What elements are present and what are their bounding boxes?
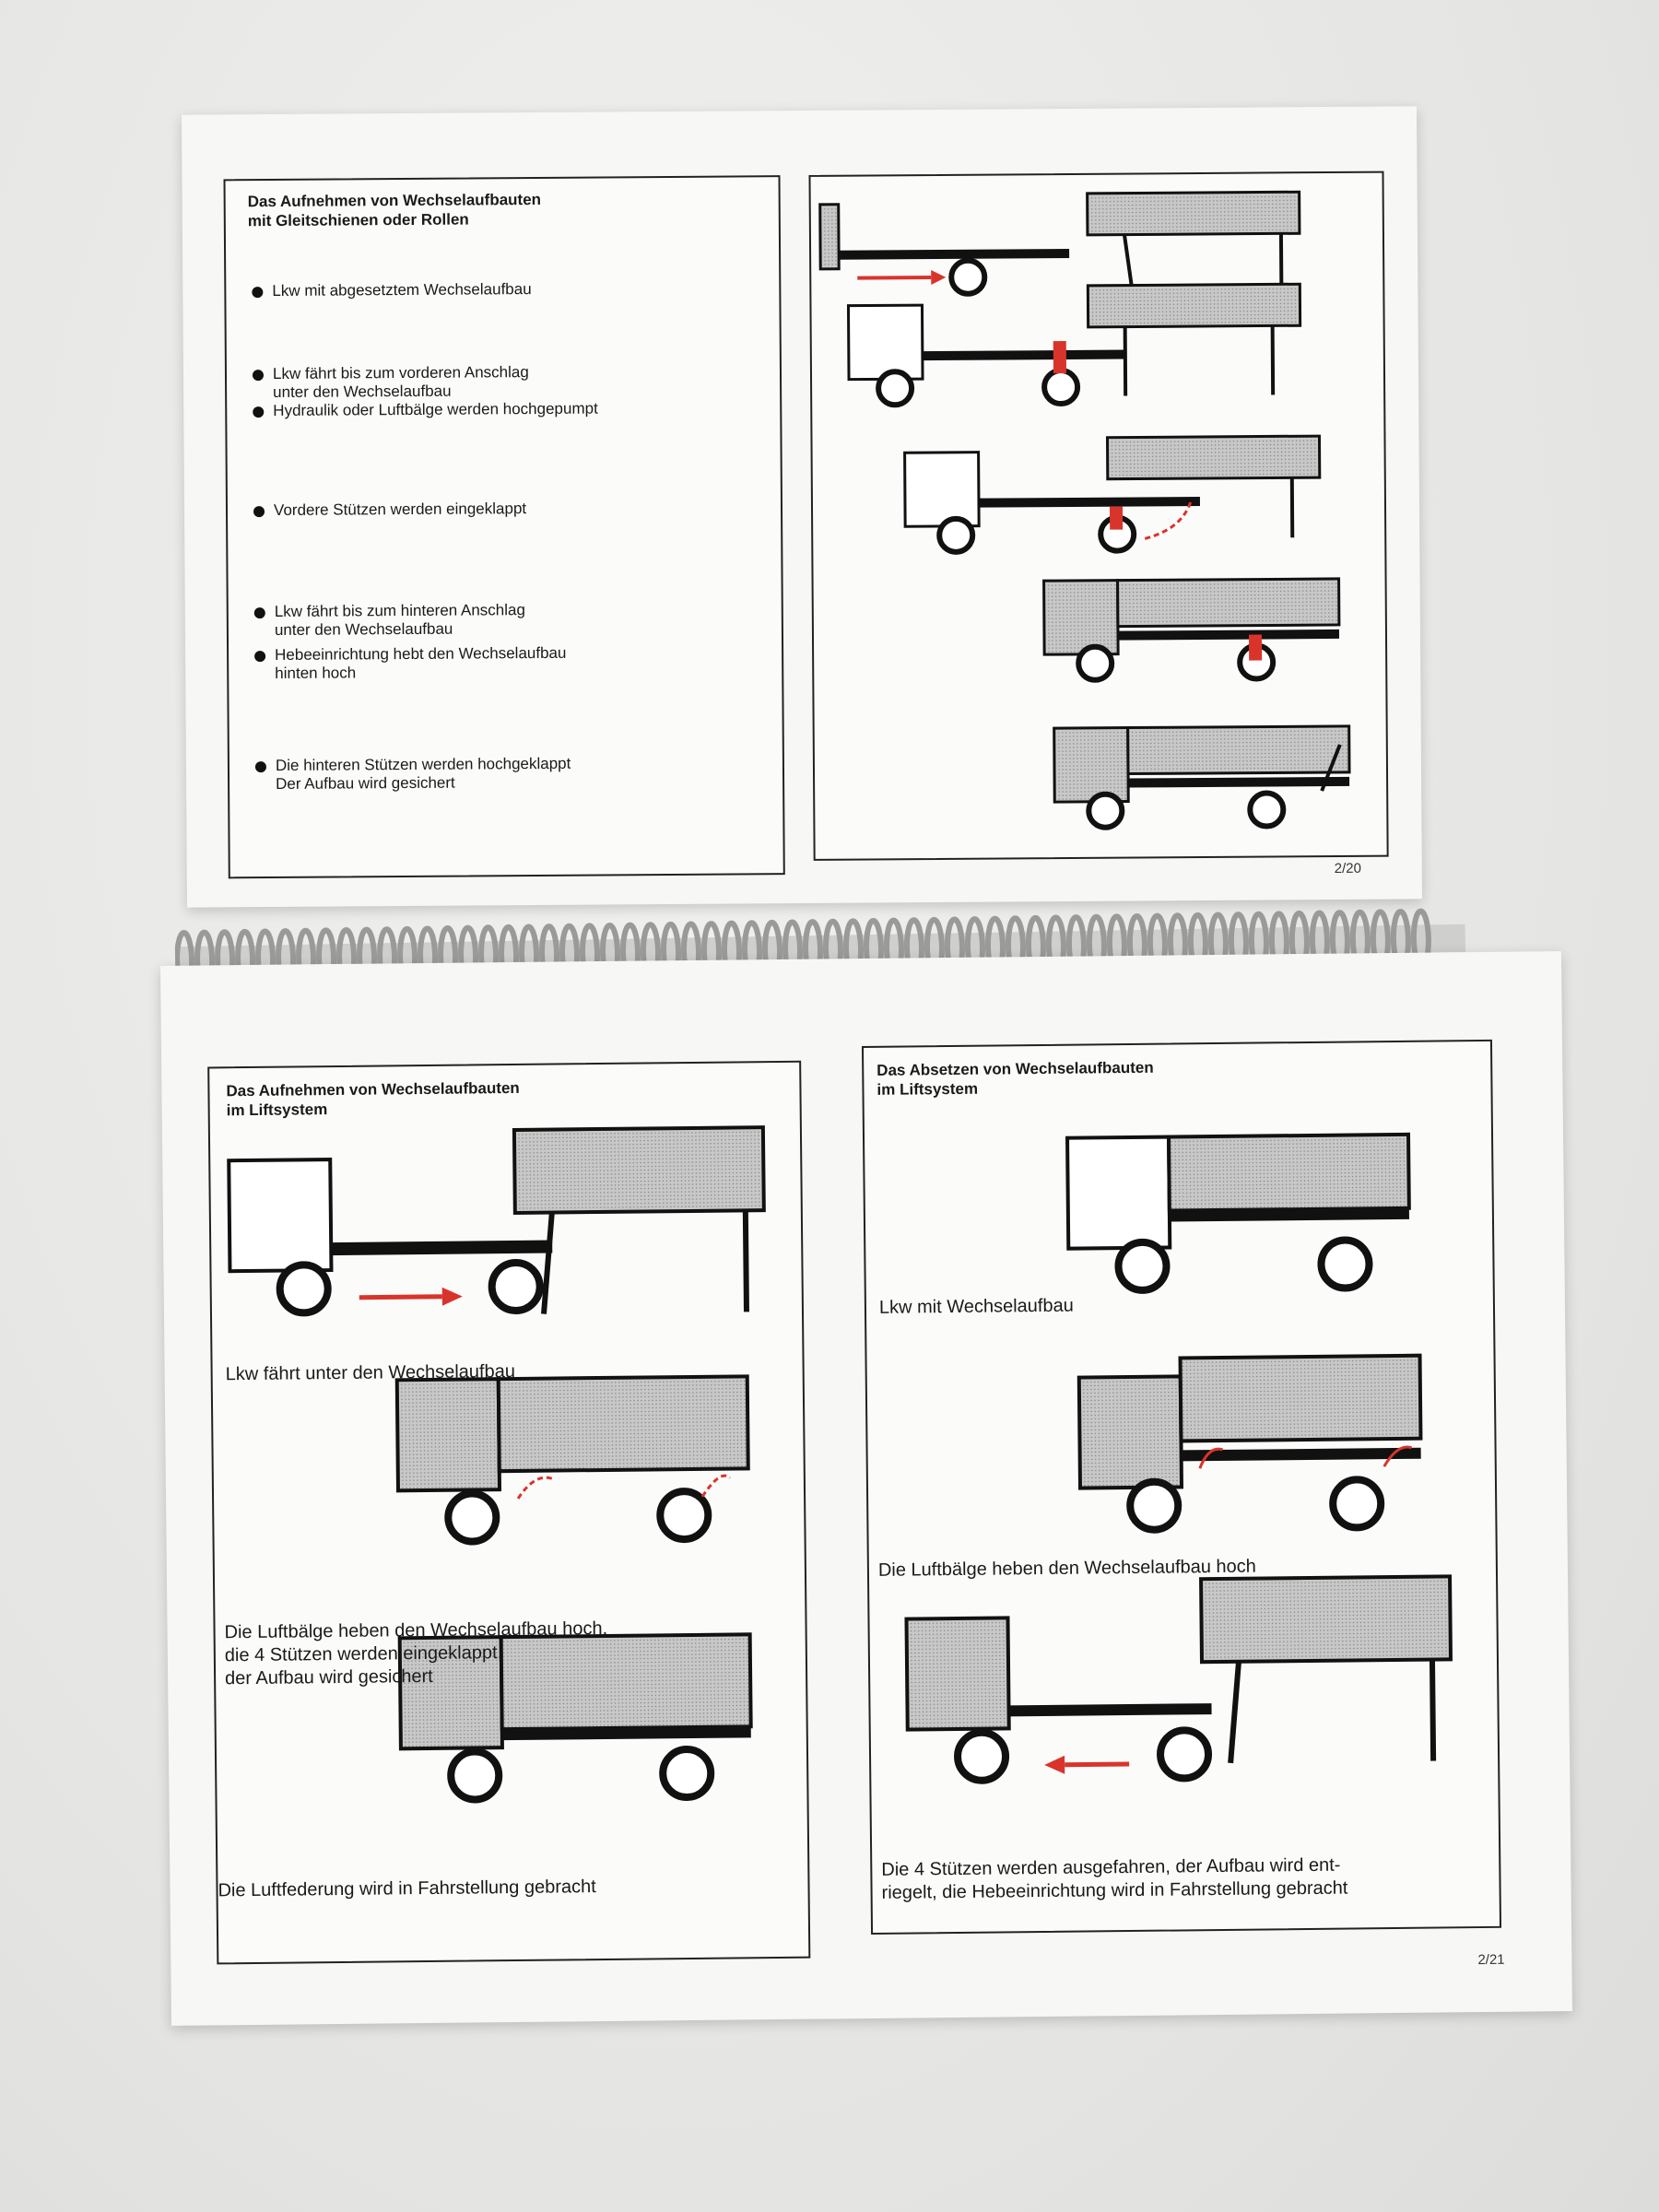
- step-2: Lkw fährt bis zum vorderen Anschlag unte…: [253, 363, 529, 402]
- manual-page-bottom: Das Aufnehmen von Wechselaufbauten im Li…: [160, 951, 1572, 2026]
- manual-page-top: Das Aufnehmen von Wechselaufbauten mit G…: [182, 106, 1422, 908]
- page-number: 2/20: [1334, 860, 1362, 877]
- truck-icon: [903, 451, 1201, 555]
- step-7: Die hinteren Stützen werden hochgeklappt…: [255, 755, 571, 794]
- truck-icon: [1077, 1353, 1423, 1534]
- step-1: Lkw mit abgesetztem Wechselaufbau: [252, 280, 531, 300]
- panel-title: Das Absetzen von Wechselaufbauten im Lif…: [877, 1058, 1154, 1099]
- panel-absetzen-liftsystem: Das Absetzen von Wechselaufbauten im Lif…: [861, 1039, 1502, 1935]
- swap-body-icon: [1086, 282, 1302, 396]
- truck-icon: [397, 1632, 753, 1804]
- caption-2: Die Luftbälge heben den Wechselaufbau ho…: [224, 1618, 608, 1689]
- swap-body-icon: [512, 1125, 766, 1314]
- swap-body-icon: [1199, 1574, 1453, 1764]
- caption-2: Die Luftbälge heben den Wechselaufbau ho…: [877, 1556, 1256, 1581]
- lift-pickup-illustration: [227, 1125, 766, 1804]
- illustration-panel-gleitschienen: [808, 171, 1389, 861]
- caption-1: Lkw mit Wechselaufbau: [878, 1295, 1074, 1318]
- step-4: Vordere Stützen werden eingeklappt: [253, 500, 526, 520]
- text-panel-gleitschienen: Das Aufnehmen von Wechselaufbauten mit G…: [223, 175, 785, 879]
- swap-body-icon: [1086, 190, 1301, 304]
- lift-setdown-illustration: [904, 1132, 1453, 1784]
- panel-aufnehmen-liftsystem: Das Aufnehmen von Wechselaufbauten im Li…: [207, 1060, 811, 1965]
- truck-sequence-illustration: [818, 190, 1351, 830]
- truck-icon: [1053, 724, 1351, 830]
- panel-title: Das Aufnehmen von Wechselaufbauten mit G…: [247, 190, 542, 230]
- caption-3: Die Luftfederung wird in Fahrstellung ge…: [218, 1877, 596, 1901]
- step-6: Hebeeinrichtung hebt den Wechselaufbau h…: [254, 644, 567, 683]
- truck-icon: [394, 1374, 750, 1546]
- caption-3: Die 4 Stützen werden ausgefahren, der Au…: [881, 1854, 1348, 1903]
- page-number: 2/21: [1477, 1951, 1505, 1969]
- step-3: Hydraulik oder Luftbälge werden hochgepu…: [253, 400, 598, 421]
- step-5: Lkw fährt bis zum hinteren Anschlag unte…: [254, 601, 525, 640]
- truck-icon: [227, 1158, 553, 1317]
- panel-title: Das Aufnehmen von Wechselaufbauten im Li…: [226, 1078, 520, 1120]
- truck-icon: [818, 203, 1070, 297]
- truck-icon: [904, 1616, 1213, 1784]
- caption-1: Lkw fährt unter den Wechselaufbau: [225, 1360, 516, 1385]
- truck-icon: [1042, 577, 1341, 683]
- swap-body-icon: [1105, 434, 1322, 538]
- truck-icon: [1065, 1132, 1411, 1294]
- truck-icon: [846, 303, 1125, 408]
